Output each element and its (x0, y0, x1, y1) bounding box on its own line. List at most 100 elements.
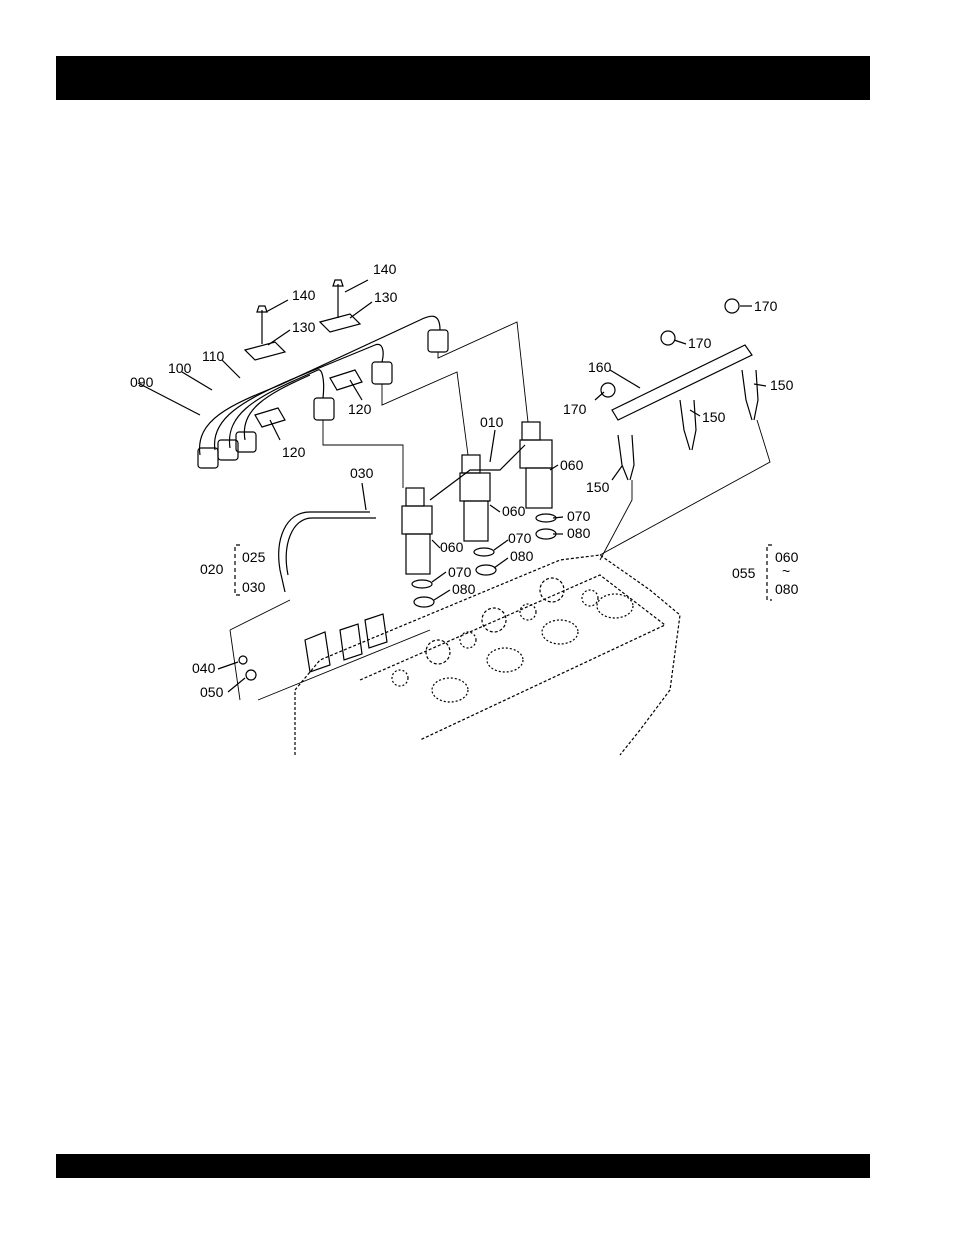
pipe-clamp-lower (255, 408, 285, 427)
leader-line (268, 330, 290, 345)
label-050: 050 (200, 684, 224, 700)
leader-line (350, 302, 372, 318)
pipe-nut (198, 448, 218, 468)
pipe-clamp-lower (330, 370, 362, 390)
label-170-left: 170 (563, 401, 587, 417)
return-pipe (279, 512, 370, 592)
label-030-bottom: 030 (242, 579, 266, 595)
label-140-right: 140 (373, 261, 397, 277)
nut-170 (661, 331, 675, 345)
nut-170 (725, 299, 739, 313)
leader-line (345, 280, 368, 292)
label-070-middle: 070 (508, 530, 532, 546)
label-010: 010 (480, 414, 504, 430)
injection-pipe-2 (215, 344, 384, 450)
nozzle-bore (540, 578, 564, 602)
pipe-clamp-upper (245, 342, 285, 360)
label-150-right: 150 (770, 377, 794, 393)
label-055: 055 (732, 565, 756, 581)
group-bracket-055 (767, 545, 772, 600)
guide-line (230, 600, 290, 700)
label-110: 110 (202, 348, 225, 364)
head-bolt-hole (392, 670, 408, 686)
glow-plug (742, 370, 758, 420)
cylinder-head-outline (295, 555, 680, 755)
label-120-right: 120 (348, 401, 372, 417)
pipe-clamp-upper (320, 314, 360, 332)
label-020: 020 (200, 561, 224, 577)
guide-line (258, 630, 430, 700)
valve-port (432, 678, 468, 702)
label-030-top: 030 (350, 465, 374, 481)
injection-pipe-4 (244, 375, 310, 440)
label-080-right: 080 (567, 525, 591, 541)
guide-line (382, 372, 468, 455)
label-100: 100 (168, 360, 192, 376)
cylinder-head-deck (360, 575, 665, 740)
guide-line (438, 322, 528, 422)
label-090: 090 (130, 374, 154, 390)
injection-nozzle-1 (402, 488, 434, 607)
label-080-left: 080 (452, 581, 476, 597)
head-bolt-hole (520, 604, 536, 620)
pipe-nut (428, 330, 448, 352)
leader-line (362, 483, 366, 510)
label-140-left: 140 (292, 287, 316, 303)
glow-plug-lead (612, 345, 752, 420)
return-pipe (286, 518, 376, 575)
leader-line (674, 340, 686, 344)
valve-port (542, 620, 578, 644)
label-080-middle: 080 (510, 548, 534, 564)
leader-line (222, 360, 240, 378)
washer (246, 670, 256, 680)
injection-nozzle-3 (520, 422, 556, 539)
pump-outlet (365, 614, 387, 648)
valve-port (487, 648, 523, 672)
label-060-left: 060 (440, 539, 464, 555)
pipe-nut (218, 440, 238, 460)
footer-bar (56, 1154, 870, 1178)
label-150-middle: 150 (702, 409, 726, 425)
label-040: 040 (192, 660, 216, 676)
group-bracket-020 (235, 545, 240, 595)
leader-line (595, 392, 604, 400)
leader-line (490, 505, 500, 512)
label-070-right: 070 (567, 508, 591, 524)
label-170-top: 170 (754, 298, 778, 314)
pump-outlet (340, 624, 362, 660)
guide-line (600, 420, 770, 555)
glow-plug (680, 400, 696, 450)
leader-line (490, 430, 495, 462)
pipe-nut (372, 362, 392, 384)
head-bolt-hole (460, 632, 476, 648)
leader-line (494, 540, 508, 550)
leader-line (553, 517, 563, 518)
label-130-right: 130 (374, 289, 398, 305)
pump-outlet (305, 632, 330, 672)
head-bolt-hole (582, 590, 598, 606)
leader-line (434, 590, 450, 600)
nut-170 (601, 383, 615, 397)
bleed-screw (239, 656, 247, 664)
leader-line (228, 678, 245, 692)
label-025: 025 (242, 549, 266, 565)
label-range-tilde: ~ (782, 563, 790, 579)
diagram-artwork (138, 280, 772, 755)
leader-line (494, 558, 508, 568)
label-060-middle: 060 (502, 503, 526, 519)
glow-plug (618, 435, 634, 480)
leader-line (432, 572, 446, 582)
label-080-range-end: 080 (775, 581, 799, 597)
nozzle-bore (482, 608, 506, 632)
leader-line (612, 466, 622, 480)
nozzle-bore (426, 640, 450, 664)
clamp-bolt (257, 306, 267, 344)
label-120-left: 120 (282, 444, 306, 460)
label-160: 160 (588, 359, 612, 375)
label-060-right: 060 (560, 457, 584, 473)
label-130-left: 130 (292, 319, 316, 335)
leader-line (432, 540, 440, 548)
clamp-bolt (333, 280, 343, 318)
leader-line (754, 384, 766, 386)
